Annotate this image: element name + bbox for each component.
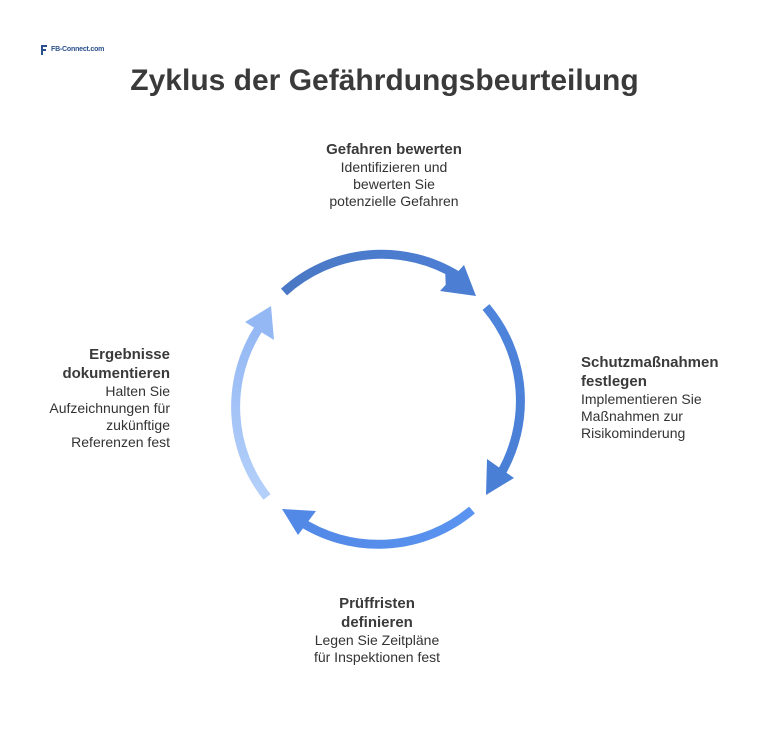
arrow-head-assess-main (440, 265, 476, 296)
step-text-line: Referenzen fest (71, 434, 170, 450)
step-define-measures: Schutzmaßnahmen festlegen Implementieren… (581, 353, 751, 442)
step-heading: dokumentieren (62, 365, 170, 382)
step-text-line: Halten Sie (105, 383, 170, 399)
logo-icon (40, 43, 49, 55)
step-text-line: Risikominderung (581, 425, 686, 441)
arrow-head-document (245, 306, 274, 340)
cycle-arrow-document (231, 325, 271, 500)
arrow-head-intervals (282, 509, 316, 535)
arrow-head-measures (486, 459, 514, 495)
logo-text: FB-Connect.com (51, 45, 105, 53)
cycle-arrow-intervals (295, 506, 475, 549)
step-heading: Schutzmaßnahmen (581, 354, 719, 371)
step-text-line: Aufzeichnungen für (49, 400, 170, 416)
step-document-results: Ergebnisse dokumentieren Halten Sie Aufz… (20, 345, 170, 451)
step-text-line: für Inspektionen fest (313, 649, 441, 665)
step-text-line: Legen Sie Zeitpläne (314, 632, 440, 648)
step-heading: definieren (341, 614, 413, 631)
step-heading: festlegen (581, 373, 647, 390)
step-heading: Gefahren bewerten (326, 141, 462, 158)
step-define-intervals: Prüffristen definieren Legen Sie Zeitplä… (262, 594, 492, 666)
step-text-line: Maßnahmen zur (581, 408, 683, 424)
step-assess-hazards: Gefahren bewerten Identifizieren und bew… (264, 140, 524, 210)
step-heading: Prüffristen (339, 595, 415, 612)
step-text-line: potenzielle Gefahren (329, 193, 459, 209)
page-title: Zyklus der Gefährdungsbeurteilung (130, 64, 639, 97)
step-text-line: Implementieren Sie (581, 391, 702, 407)
step-heading: Ergebnisse (89, 346, 170, 363)
step-text-line: bewerten Sie (353, 176, 435, 192)
step-text-line: Identifizieren und (340, 159, 448, 175)
brand-logo: FB-Connect.com (40, 40, 104, 58)
cycle-arrow-assess (280, 249, 461, 296)
cycle-arrow-measures (482, 304, 525, 478)
step-text-line: zukünftige (106, 417, 170, 433)
